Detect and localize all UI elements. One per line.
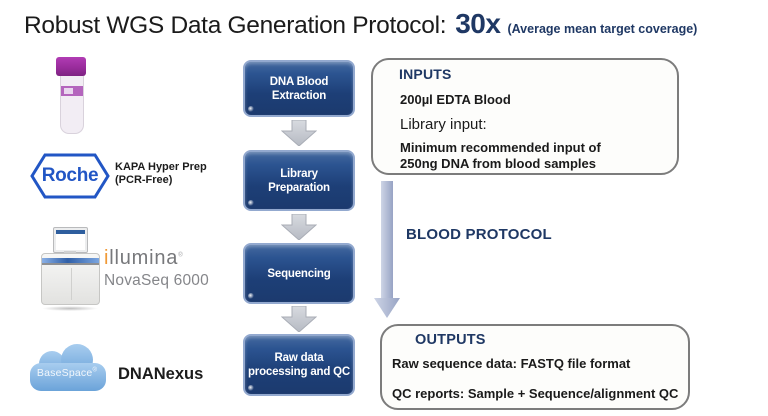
flow-step-library-preparation: Library Preparation (243, 150, 355, 211)
novaseq-sequencer-icon (40, 227, 100, 311)
basespace-trademark: ® (92, 367, 98, 374)
sequencer-dark-line (42, 263, 99, 265)
title-coverage-value: 30x (455, 8, 501, 39)
illumina-brand-block: illumina® NovaSeq 6000 (104, 247, 209, 290)
flow-step-label: Library Preparation (268, 167, 330, 194)
flow-step-dna-blood-extraction: DNA Blood Extraction (243, 60, 355, 117)
inputs-library-label: Library input: (400, 116, 487, 133)
outputs-heading: OUTPUTS (415, 332, 486, 348)
roche-hexagon-outline (30, 153, 110, 199)
sequencer-shadow (42, 306, 98, 311)
basespace-text: BaseSpace (36, 367, 93, 379)
inputs-sample-line: 200µl EDTA Blood (400, 92, 511, 107)
down-arrow-icon (281, 306, 317, 332)
sequencer-body (41, 253, 100, 305)
sequencer-neck (64, 251, 76, 254)
flow-step-label: DNA Blood Extraction (269, 75, 329, 102)
flow-step-label: Raw data processing and QC (247, 352, 351, 378)
basespace-label: BaseSpace® (28, 367, 106, 379)
tube-body (60, 76, 84, 134)
illumina-trademark: ® (178, 252, 184, 259)
sequencer-screen (56, 230, 85, 250)
page-title: Robust WGS Data Generation Protocol: 30x… (24, 8, 697, 40)
flow-step-raw-data-processing: Raw data processing and QC (243, 334, 355, 396)
sequencer-monitor (53, 227, 88, 253)
illumina-gray-text: llumina (109, 247, 179, 269)
down-arrow-icon (281, 214, 317, 240)
tube-label (64, 88, 73, 94)
outputs-panel: OUTPUTS Raw sequence data: FASTQ file fo… (380, 324, 690, 410)
title-coverage-caption: (Average mean target coverage) (507, 22, 698, 36)
dnanexus-label: DNANexus (118, 365, 204, 383)
basespace-cloud-icon: BaseSpace® (28, 343, 108, 395)
roche-logo-text: Roche (41, 165, 99, 186)
inputs-library-line2: 250ng DNA from blood samples (400, 156, 596, 171)
kapa-product-label: KAPA Hyper Prep (PCR-Free) (115, 161, 207, 187)
flow-step-sequencing: Sequencing (243, 243, 355, 304)
sequencer-screen-bar (56, 230, 85, 234)
outputs-line2: QC reports: Sample + Sequence/alignment … (392, 386, 679, 401)
novaseq-model-label: NovaSeq 6000 (104, 272, 209, 289)
inputs-panel: INPUTS 200µl EDTA Blood Library input: M… (371, 58, 679, 175)
illumina-orange-i: i (104, 247, 110, 269)
outputs-line1: Raw sequence data: FASTQ file format (392, 356, 631, 371)
kapa-line1: KAPA Hyper Prep (115, 161, 207, 173)
cloud-shape (30, 344, 106, 391)
flow-step-label: Sequencing (267, 267, 331, 280)
down-arrow-icon (281, 120, 317, 146)
roche-hexagon-logo: Roche (30, 152, 110, 200)
kapa-line2: (PCR-Free) (115, 174, 173, 186)
illumina-logo-text: illumina® (104, 247, 209, 270)
title-text: Robust WGS Data Generation Protocol: (24, 12, 447, 39)
blood-protocol-label: BLOOD PROTOCOL (406, 226, 552, 243)
sequencer-blue-stripe (42, 258, 99, 263)
edta-blood-tube-icon (53, 57, 89, 135)
inputs-library-line1: Minimum recommended input of (400, 140, 601, 155)
tube-label-band (61, 86, 83, 96)
sequencer-door-seam (70, 268, 72, 300)
inputs-heading: INPUTS (399, 66, 452, 82)
tube-cap (56, 57, 86, 76)
blood-protocol-arrow-icon (374, 181, 400, 318)
